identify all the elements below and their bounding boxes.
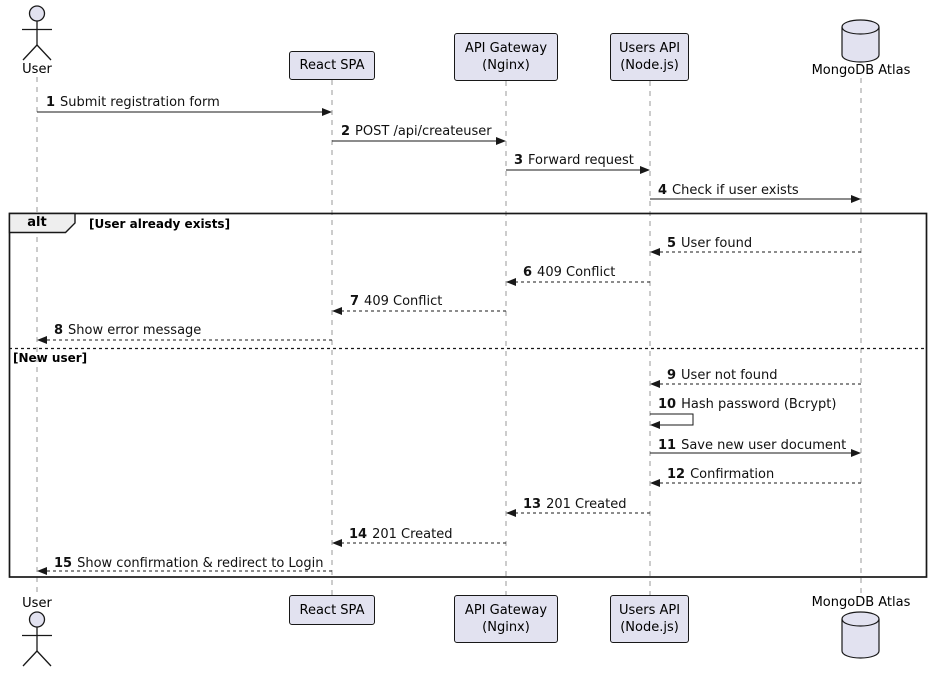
participant-gateway-label-line2: (Nginx) xyxy=(482,58,530,73)
participant-react-bottom: React SPA xyxy=(289,595,375,625)
participant-react-label: React SPA xyxy=(299,58,365,73)
participant-users-api-label-line1: Users API xyxy=(618,41,681,56)
participant-gateway-label-line1: API Gateway xyxy=(464,603,548,618)
participant-react-label: React SPA xyxy=(299,602,365,618)
participant-gateway-bottom: API Gateway (Nginx) xyxy=(454,595,558,643)
alt-guard-new: [New user] xyxy=(13,351,88,365)
database-icon-bottom xyxy=(841,611,880,659)
participant-gateway-label-line1: API Gateway xyxy=(464,41,548,56)
participant-users-api-label-line1: Users API xyxy=(618,603,681,618)
user-actor-icon-bottom xyxy=(22,611,52,667)
message-arrows xyxy=(37,108,861,575)
participant-users-api-label-line2: (Node.js) xyxy=(620,620,679,635)
arrow-10-self xyxy=(650,413,694,426)
alt-guard-exists: [User already exists] xyxy=(89,217,231,231)
database-icon-top xyxy=(841,19,880,63)
user-actor-icon-top xyxy=(22,5,52,61)
participant-gateway-label-line2: (Nginx) xyxy=(482,620,530,635)
alt-frame-border xyxy=(8,212,928,578)
alt-operator-label: alt xyxy=(27,215,47,230)
participant-user-bottom-label: User xyxy=(22,596,52,611)
participant-users-api-top: Users API (Node.js) xyxy=(610,33,689,81)
participant-users-api-label-line2: (Node.js) xyxy=(620,58,679,73)
participant-users-api-bottom: Users API (Node.js) xyxy=(610,595,689,643)
participant-mongo-top-label: MongoDB Atlas xyxy=(811,63,911,78)
participant-mongo-bottom-label: MongoDB Atlas xyxy=(811,595,911,610)
participant-react-top: React SPA xyxy=(289,51,375,80)
alt-frame-label-pentagon xyxy=(8,212,76,234)
participant-user-top-label: User xyxy=(22,62,52,77)
lifelines xyxy=(36,77,862,595)
participant-gateway-top: API Gateway (Nginx) xyxy=(454,33,558,81)
